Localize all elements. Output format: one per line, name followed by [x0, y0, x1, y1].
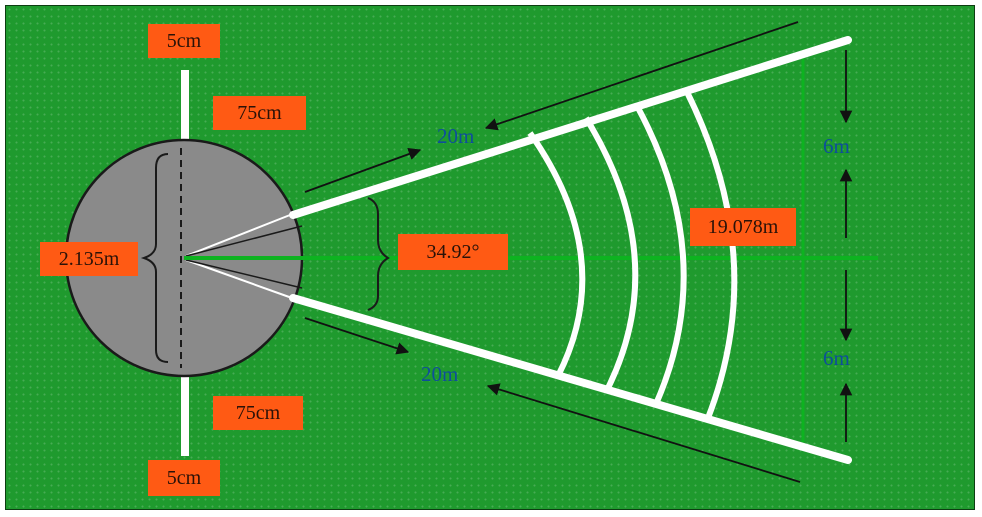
- sector-line-lower: [289, 294, 852, 464]
- sector-ray-inner-lower: [185, 259, 293, 299]
- sector-ray-inner-upper: [185, 214, 291, 257]
- sector-line-upper: [289, 36, 852, 219]
- circle-diameter-label: 2.135m: [40, 242, 138, 276]
- lower-20m-arrow: [304, 317, 410, 355]
- angle-brace: [367, 197, 390, 311]
- upper-20m-arrow: [304, 147, 422, 193]
- distance-arc-2: [583, 116, 639, 390]
- arc-chord-label: 19.078m: [690, 208, 796, 246]
- distance-arc-3: [633, 102, 687, 406]
- bottom-length-label: 75cm: [213, 396, 303, 430]
- distance-arc-1: [527, 131, 586, 378]
- upper-20m-text: 20m: [437, 124, 475, 148]
- lower-return-arrow: [486, 383, 801, 483]
- upper-return-arrow: [484, 21, 799, 131]
- lower-20m-text: 20m: [421, 362, 459, 386]
- sector-ray-black-lower: [185, 259, 303, 289]
- sector-angle-label: 34.92°: [398, 234, 508, 270]
- top-length-label: 75cm: [213, 96, 306, 130]
- sector-ray-black-upper: [185, 225, 303, 257]
- diameter-brace: [140, 153, 169, 363]
- bottom-width-label: 5cm: [148, 460, 220, 496]
- distance-arc-4: [683, 88, 738, 420]
- upper-6m-text: 6m: [823, 134, 850, 158]
- lower-6m-text: 6m: [823, 346, 850, 370]
- top-stop-board: [181, 70, 189, 150]
- bottom-stop-board: [181, 368, 189, 456]
- top-width-label: 5cm: [148, 24, 220, 58]
